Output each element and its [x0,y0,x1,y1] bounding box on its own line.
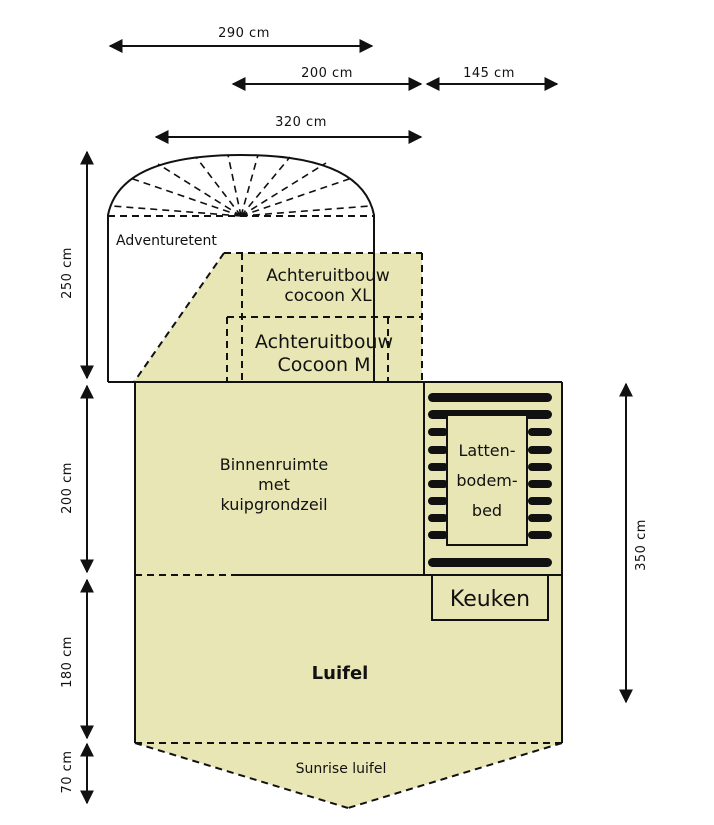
dim-350: 350 cm [634,519,649,571]
dim-70: 70 cm [60,751,75,794]
label-binnenruimte-3: kuipgrondzeil [220,495,327,514]
dim-180: 180 cm [60,636,75,688]
label-bed-1: Latten- [458,441,515,460]
bed-mattress [446,414,528,546]
label-adventuretent: Adventuretent [116,233,217,249]
keuken-box [431,574,549,621]
label-achteruitbouw-xl-2: cocoon XL [284,286,372,306]
label-sunrise-luifel: Sunrise luifel [296,761,387,777]
sunrise-luifel-outline [134,742,563,809]
label-luifel: Luifel [312,663,369,684]
area-labels: Adventuretent Achteruitbouw cocoon XL Ac… [116,233,530,777]
label-binnenruimte-2: met [258,475,290,494]
sunrise-luifel-fill [135,743,562,808]
label-bed-3: bed [472,501,502,520]
dim-320: 320 cm [275,115,327,130]
label-achteruitbouw-m-2: Cocoon M [277,354,370,376]
label-achteruitbouw-xl-1: Achteruitbouw [266,266,390,286]
adventuretent-shape [107,153,375,383]
dimension-labels: 290 cm 200 cm 145 cm 320 cm 250 cm 200 c… [60,26,649,794]
dim-250: 250 cm [60,247,75,299]
label-bed-2: bodem- [456,471,517,490]
dim-290: 290 cm [218,26,270,41]
lattenbodembed [428,393,552,567]
dim-200-top: 200 cm [301,66,353,81]
achteruitbouw-m-outline [226,316,422,382]
dim-200-left: 200 cm [60,462,75,514]
label-binnenruimte-1: Binnenruimte [220,455,329,474]
dimension-arrows [80,39,633,805]
dim-145: 145 cm [463,66,515,81]
label-achteruitbouw-m-1: Achteruitbouw [255,331,393,353]
label-keuken: Keuken [450,587,530,612]
